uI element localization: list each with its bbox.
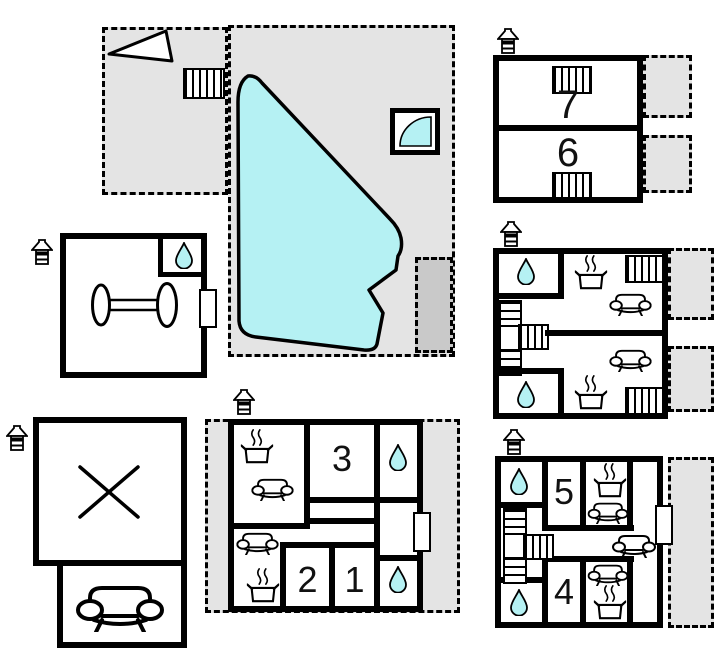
wall-segment: [374, 425, 380, 503]
wall-segment: [374, 503, 380, 606]
stairs-icon: [518, 324, 549, 350]
radiator-icon: [552, 66, 592, 94]
water-drop-icon: [388, 566, 408, 593]
wall-segment: [580, 556, 586, 622]
wall-segment: [580, 462, 586, 531]
wall-segment: [380, 555, 417, 561]
wall-segment: [501, 502, 548, 508]
room-2-label: 2: [297, 559, 318, 600]
wall-segment: [627, 462, 633, 531]
room-3-label: 3: [331, 438, 353, 479]
stove-icon: [593, 462, 627, 500]
room-5-label: 5: [553, 471, 575, 512]
sofa-icon: [608, 290, 653, 316]
whirlpool-icon: [390, 108, 440, 155]
cross-table-icon: [76, 461, 142, 523]
wall-segment: [499, 293, 564, 299]
wall-segment: [304, 425, 310, 529]
wall-segment: [542, 556, 548, 622]
radiator-icon: [625, 255, 664, 283]
wall-segment: [545, 330, 662, 336]
sofa-icon: [608, 346, 653, 372]
sofa-icon: [586, 561, 630, 586]
stove-icon: [573, 254, 609, 292]
balcony-mid-right-1: [668, 248, 714, 320]
balcony-top-right-1: [643, 55, 692, 118]
wall-segment: [558, 368, 564, 413]
terrace-bottom-right: [668, 457, 714, 628]
water-drop-icon: [516, 258, 536, 285]
building-rooms-1-2-3: 3 2 1: [228, 419, 423, 612]
entrance-icon: [233, 389, 255, 415]
radiator-icon: [625, 387, 664, 415]
wall-segment: [499, 125, 637, 131]
building-mid-right: [493, 248, 668, 419]
water-drop-icon: [509, 589, 529, 616]
building-bottom-left-main: [33, 417, 187, 566]
water-drop-icon: [516, 381, 536, 408]
wall-segment: [542, 556, 634, 562]
wall-segment: [542, 462, 548, 531]
building-rooms-6-7: 7 6: [493, 55, 643, 203]
door: [655, 505, 673, 545]
room-1-label: 1: [344, 559, 365, 600]
sofa-icon: [611, 531, 657, 558]
sofa-icon: [250, 475, 295, 501]
stove-icon: [573, 374, 609, 412]
room-4-label: 4: [553, 571, 575, 612]
wall-segment: [542, 525, 634, 531]
sofa-icon: [586, 499, 630, 524]
building-rooms-4-5: 5 4: [495, 456, 663, 628]
room-6-label: 6: [556, 131, 580, 175]
wall-segment: [304, 497, 417, 503]
building-fitness: [60, 233, 207, 378]
wall-segment: [627, 556, 633, 622]
stove-icon: [246, 567, 280, 605]
radiator-icon: [183, 68, 225, 99]
stove-icon: [593, 584, 627, 622]
wall-segment: [280, 542, 286, 606]
entrance-icon: [503, 429, 525, 455]
wall-segment: [304, 518, 380, 524]
dumbbell-icon: [88, 281, 180, 329]
balcony-top-right-2: [643, 135, 692, 193]
balcony-mid-right-2: [668, 346, 714, 412]
sofa-icon: [235, 529, 280, 555]
radiator-icon: [552, 172, 592, 199]
building-bottom-left-annex: [57, 560, 187, 648]
wall-segment: [499, 368, 564, 374]
terrace-dark-area: [415, 257, 453, 353]
entrance-icon: [31, 239, 53, 265]
wall-segment: [234, 523, 310, 529]
door: [199, 289, 217, 328]
wall-segment: [558, 254, 564, 299]
swimming-pool: [236, 74, 404, 352]
triangle-icon: [106, 28, 176, 64]
entrance-icon: [500, 221, 522, 247]
wall-segment: [158, 239, 163, 277]
sofa-icon: [76, 578, 164, 632]
water-drop-icon: [509, 468, 529, 495]
water-drop-icon: [388, 444, 408, 471]
stove-icon: [240, 428, 274, 466]
entrance-icon: [6, 425, 28, 451]
stairs-icon: [523, 534, 554, 560]
wall-segment: [329, 548, 335, 606]
wall-segment: [158, 272, 201, 277]
door: [413, 512, 431, 552]
entrance-icon: [497, 28, 519, 54]
wall-segment: [280, 542, 380, 548]
water-drop-icon: [174, 242, 194, 269]
room-7-label: 7: [556, 83, 580, 127]
